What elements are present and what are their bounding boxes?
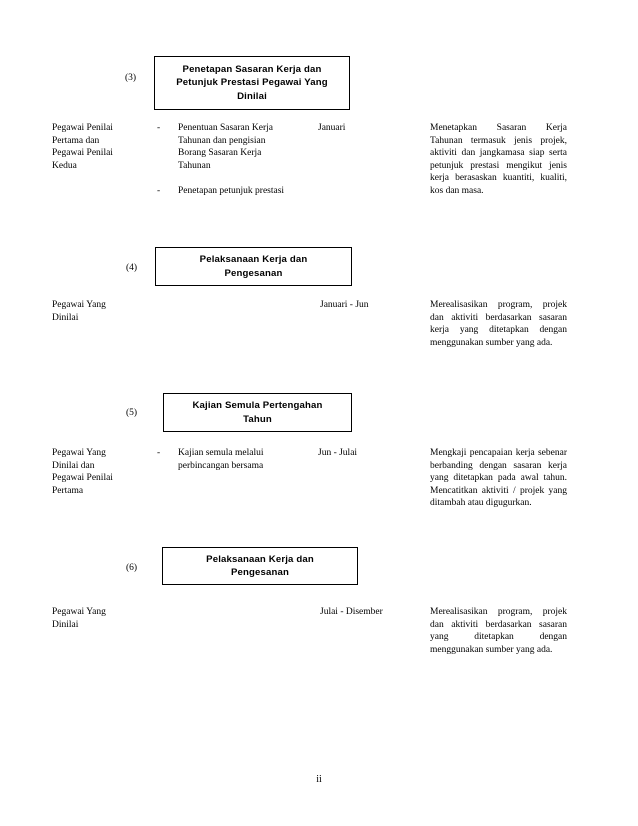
- section-activity-text-3-0: Penentuan Sasaran Kerja Tahunan dan peng…: [178, 123, 273, 171]
- section-activity-bullet-3-0: -: [157, 123, 161, 133]
- section-actor-5: Pegawai Yang Dinilai dan Pegawai Penilai…: [52, 448, 113, 496]
- section-title-text-6: Pelaksanaan Kerja dan Pengesanan: [206, 553, 314, 579]
- section-title-box-6: Pelaksanaan Kerja dan Pengesanan: [162, 547, 358, 585]
- section-title-box-5: Kajian Semula Pertengahan Tahun: [163, 393, 352, 432]
- section-actor-6: Pegawai Yang Dinilai: [52, 607, 106, 630]
- page-number: ii: [316, 774, 322, 785]
- section-activity-bullet-3-1: -: [157, 186, 161, 196]
- section-actor-4: Pegawai Yang Dinilai: [52, 300, 106, 323]
- section-description-5: Mengkaji pencapaian kerja sebenar berban…: [430, 448, 567, 509]
- step-number-5: (5): [126, 408, 138, 418]
- section-title-box-3: Penetapan Sasaran Kerja dan Petunjuk Pre…: [154, 56, 350, 110]
- step-number-3: (3): [125, 73, 137, 83]
- step-number-4: (4): [126, 263, 138, 273]
- section-actor-3: Pegawai Penilai Pertama dan Pegawai Peni…: [52, 123, 113, 171]
- section-period-6: Julai - Disember: [320, 607, 383, 617]
- section-period-5: Jun - Julai: [318, 448, 358, 458]
- section-description-4: Merealisasikan program, projek dan aktiv…: [430, 300, 567, 348]
- section-title-box-4: Pelaksanaan Kerja dan Pengesanan: [155, 247, 352, 286]
- section-title-text-4: Pelaksanaan Kerja dan Pengesanan: [199, 254, 308, 279]
- section-description-6: Merealisasikan program, projek dan aktiv…: [430, 607, 567, 655]
- step-number-6: (6): [126, 563, 138, 573]
- section-activity-text-3-1: Penetapan petunjuk prestasi: [178, 186, 285, 196]
- section-title-text-5: Kajian Semula Pertengahan Tahun: [192, 400, 323, 425]
- section-activity-text-5-0: Kajian semula melalui perbincangan bersa…: [178, 448, 264, 471]
- section-title-text-3: Penetapan Sasaran Kerja dan Petunjuk Pre…: [176, 63, 328, 102]
- section-description-3: Menetapkan Sasaran Kerja Tahunan termasu…: [430, 123, 567, 196]
- section-period-3: Januari: [318, 123, 346, 133]
- section-activity-bullet-5-0: -: [157, 448, 161, 458]
- section-period-4: Januari - Jun: [320, 300, 369, 310]
